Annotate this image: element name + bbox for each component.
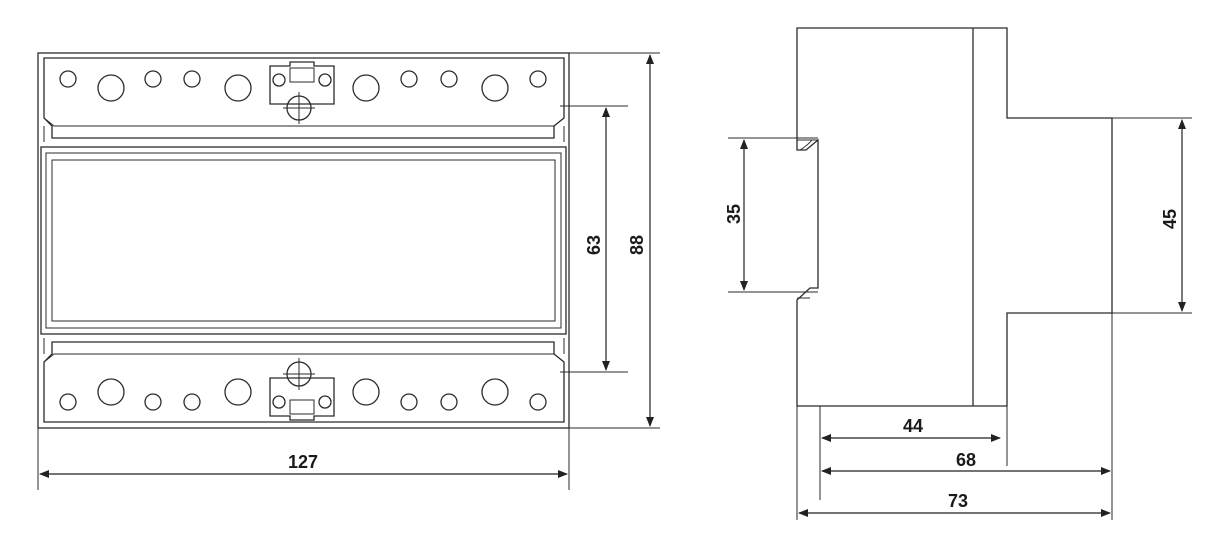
dim-label-35: 35 <box>724 204 744 224</box>
dim-label-127: 127 <box>288 452 318 472</box>
dim-label-73: 73 <box>948 491 968 511</box>
bottom-terminal-band <box>43 338 565 423</box>
dim-label-45: 45 <box>1160 209 1180 229</box>
dim-label-63: 63 <box>584 235 604 255</box>
bottom-terminal-holes <box>59 378 547 411</box>
side-view <box>728 27 1192 520</box>
dim-label-44: 44 <box>903 416 923 436</box>
top-clip <box>269 61 335 124</box>
top-terminal-band <box>43 57 565 142</box>
display-window <box>40 146 567 335</box>
dim-label-68: 68 <box>956 450 976 470</box>
top-terminal-holes <box>59 70 547 102</box>
bottom-clip <box>269 358 335 421</box>
dim-label-88: 88 <box>627 235 647 255</box>
front-view <box>37 52 660 490</box>
